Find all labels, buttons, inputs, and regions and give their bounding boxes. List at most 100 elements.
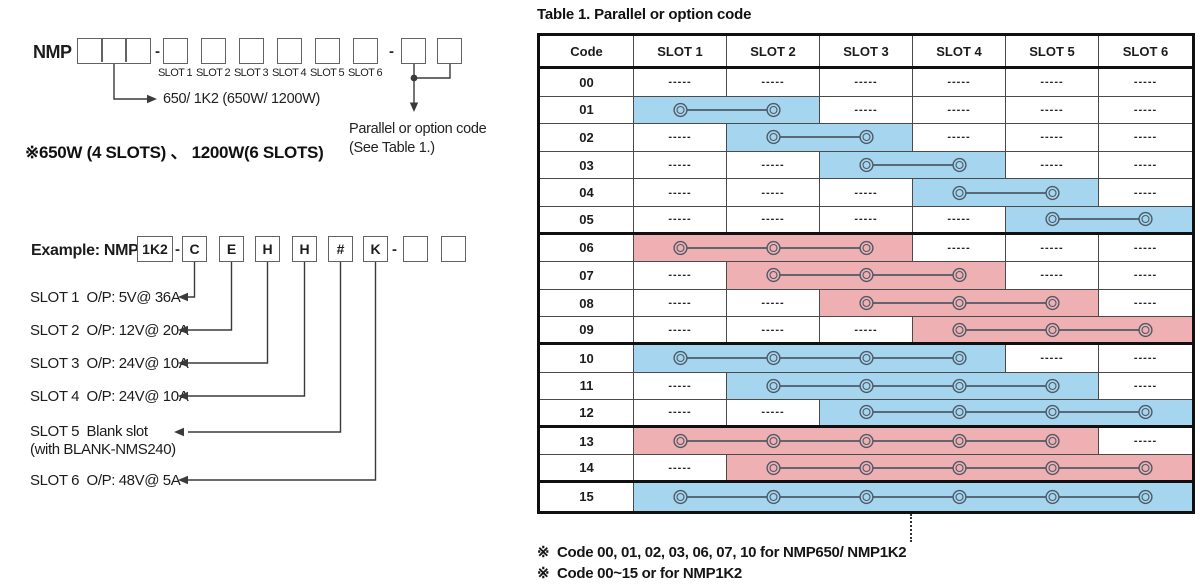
dash-placeholder: ----- bbox=[1133, 352, 1158, 365]
table-row-02: 02-------------------- bbox=[540, 124, 1192, 152]
dash-separator: - bbox=[175, 241, 180, 258]
code-cell: 04 bbox=[540, 179, 634, 206]
option-code-box-2 bbox=[437, 38, 462, 64]
example-slot1-letter-box: C bbox=[182, 236, 207, 262]
parallel-span-slots-1-2 bbox=[634, 96, 820, 124]
empty-slot-cell: ----- bbox=[1006, 124, 1099, 151]
table-row-06: 06--------------- bbox=[540, 234, 1192, 263]
empty-slot-cell: ----- bbox=[820, 96, 913, 124]
parallel-span-slots-2-5 bbox=[727, 372, 1099, 400]
empty-slot-cell: ----- bbox=[913, 206, 1006, 232]
dotted-continuation-line bbox=[910, 514, 912, 542]
parallel-connector-icon bbox=[766, 130, 874, 145]
dash-placeholder: ----- bbox=[1133, 76, 1158, 89]
dash-placeholder: ----- bbox=[1133, 131, 1158, 144]
parallel-span-slots-2-4 bbox=[727, 262, 1006, 289]
empty-slot-cell: ----- bbox=[1099, 152, 1192, 179]
code-cell: 10 bbox=[540, 344, 634, 372]
empty-slot-cell: ----- bbox=[1006, 234, 1099, 262]
wattage-options-label: 650/ 1K2 (650W/ 1200W) bbox=[163, 91, 321, 107]
header-slot2: SLOT 2 bbox=[727, 36, 820, 66]
wattage-slots-note: ※650W (4 SLOTS) 、 1200W(6 SLOTS) bbox=[25, 143, 324, 162]
example-prefix-label: Example: NMP bbox=[31, 242, 139, 259]
header-slot6: SLOT 6 bbox=[1122, 43, 1169, 59]
dash-placeholder: ----- bbox=[668, 131, 692, 144]
dash-placeholder: ----- bbox=[668, 323, 692, 336]
code-cell: 01 bbox=[540, 96, 634, 124]
option-code-box-1 bbox=[401, 38, 426, 64]
slot-4-code-box bbox=[277, 38, 302, 64]
slot-2-code-box bbox=[201, 38, 226, 64]
parallel-option-code-table: Code SLOT 1 SLOT 2 SLOT 3 SLOT 4 SLOT 5 … bbox=[537, 33, 1195, 514]
empty-slot-cell: ----- bbox=[820, 179, 913, 206]
code-cell: 00 bbox=[540, 69, 634, 96]
example-slot2-letter-box: E bbox=[219, 236, 244, 262]
slot-5-output-sublabel: (with BLANK-NMS240) bbox=[30, 441, 176, 458]
dash-placeholder: ----- bbox=[668, 186, 692, 199]
empty-slot-cell: ----- bbox=[634, 372, 727, 400]
empty-slot-cell: ----- bbox=[1099, 428, 1192, 455]
empty-slot-cell: ----- bbox=[634, 262, 727, 289]
slot-5-label: SLOT 5 bbox=[309, 67, 345, 79]
parallel-span-slots-3-5 bbox=[820, 289, 1099, 317]
table-row-00: 00------------------------------ bbox=[540, 69, 1192, 97]
empty-slot-cell: ----- bbox=[913, 69, 1006, 96]
header-slot4: SLOT 4 bbox=[913, 36, 1006, 66]
slot-1-code-box bbox=[163, 38, 188, 64]
table-row-03: 03-------------------- bbox=[540, 151, 1192, 180]
table-row-09: 09--------------- bbox=[540, 317, 1192, 345]
dash-placeholder: ----- bbox=[947, 76, 971, 89]
box-divider bbox=[101, 39, 103, 62]
dash-placeholder: ----- bbox=[1133, 159, 1158, 172]
empty-slot-cell: ----- bbox=[1099, 345, 1192, 372]
dash-placeholder: ----- bbox=[761, 323, 785, 336]
empty-slot-cell: ----- bbox=[820, 317, 913, 342]
dash-placeholder: ----- bbox=[1133, 379, 1158, 392]
parallel-connector-icon bbox=[1045, 212, 1153, 227]
parallel-span-slots-1-5 bbox=[634, 427, 1099, 455]
empty-slot-cell: ----- bbox=[634, 289, 727, 317]
dash-placeholder: ----- bbox=[1133, 186, 1158, 199]
box-divider bbox=[125, 39, 127, 62]
empty-slot-cell: ----- bbox=[634, 124, 727, 151]
parallel-span-slots-1-4 bbox=[634, 344, 1006, 372]
empty-slot-cell: ----- bbox=[634, 206, 727, 232]
example-model-box: 1K2 bbox=[137, 236, 173, 262]
dash-separator: - bbox=[155, 43, 160, 60]
dash-placeholder: ----- bbox=[668, 76, 692, 89]
empty-slot-cell: ----- bbox=[1006, 69, 1099, 96]
slot-4-output-label: SLOT 4 O/P: 24V@ 10A bbox=[30, 388, 189, 405]
parallel-span-slots-1-3 bbox=[634, 234, 913, 262]
table-header-row: Code SLOT 1 SLOT 2 SLOT 3 SLOT 4 SLOT 5 … bbox=[540, 36, 1192, 69]
parallel-connector-icon bbox=[673, 240, 874, 255]
dash-placeholder: ----- bbox=[1133, 103, 1158, 116]
parallel-span-slots-3-6 bbox=[820, 400, 1192, 425]
dash-placeholder: ----- bbox=[854, 213, 878, 226]
table-row-07: 07--------------- bbox=[540, 262, 1192, 290]
empty-slot-cell: ----- bbox=[1006, 262, 1099, 289]
dash-placeholder: ----- bbox=[854, 103, 878, 116]
empty-slot-cell: ----- bbox=[1099, 69, 1192, 96]
empty-slot-cell: ----- bbox=[913, 96, 1006, 124]
slot-6-output-label: SLOT 6 O/P: 48V@ 5A bbox=[30, 472, 181, 489]
code-cell: 13 bbox=[540, 427, 634, 455]
empty-slot-cell: ----- bbox=[1099, 262, 1192, 289]
parallel-connector-icon bbox=[952, 322, 1153, 337]
slot-3-code-box bbox=[239, 38, 264, 64]
header-slot1: SLOT 1 bbox=[634, 36, 727, 66]
dash-placeholder: ----- bbox=[761, 76, 785, 89]
empty-slot-cell: ----- bbox=[634, 151, 727, 179]
empty-slot-cell: ----- bbox=[727, 206, 820, 232]
example-option-box-2 bbox=[441, 236, 466, 262]
slot-2-output-label: SLOT 2 O/P: 12V@ 20A bbox=[30, 322, 189, 339]
table-title: Table 1. Parallel or option code bbox=[537, 6, 752, 23]
empty-slot-cell: ----- bbox=[1006, 151, 1099, 179]
table-row-04: 04-------------------- bbox=[540, 179, 1192, 207]
dash-placeholder: ----- bbox=[668, 213, 692, 226]
code-cell: 08 bbox=[540, 289, 634, 317]
header-code: Code bbox=[540, 36, 634, 66]
parallel-connector-icon bbox=[766, 460, 1153, 475]
table-row-14: 14----- bbox=[540, 455, 1192, 483]
slot-2-label: SLOT 2 bbox=[195, 67, 231, 79]
example-slot4-letter-box: H bbox=[292, 236, 317, 262]
